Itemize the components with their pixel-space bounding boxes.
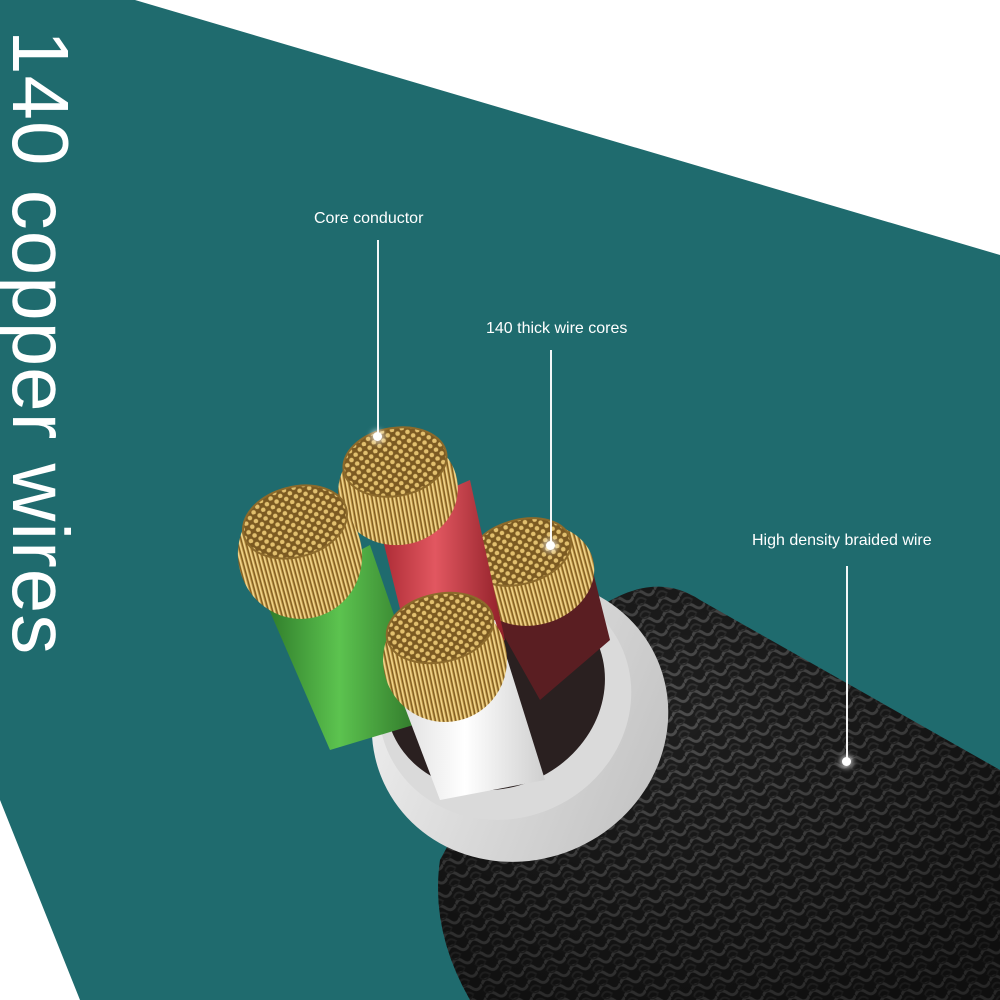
callout-core-conductor-label: Core conductor [314,210,424,227]
callout-wire-cores-line [550,350,552,545]
callout-wire-cores-dot [546,541,555,550]
green-core [237,484,430,750]
callout-braided-wire-label: High density braided wire [752,532,932,549]
callout-core-conductor-line [377,240,379,435]
white-core [383,591,545,800]
callout-braided-wire-dot [842,757,851,766]
callout-core-conductor-dot [373,432,382,441]
page-title: 140 copper wires [0,30,85,656]
callout-braided-wire-line [846,566,848,761]
callout-wire-cores-label: 140 thick wire cores [486,320,628,337]
